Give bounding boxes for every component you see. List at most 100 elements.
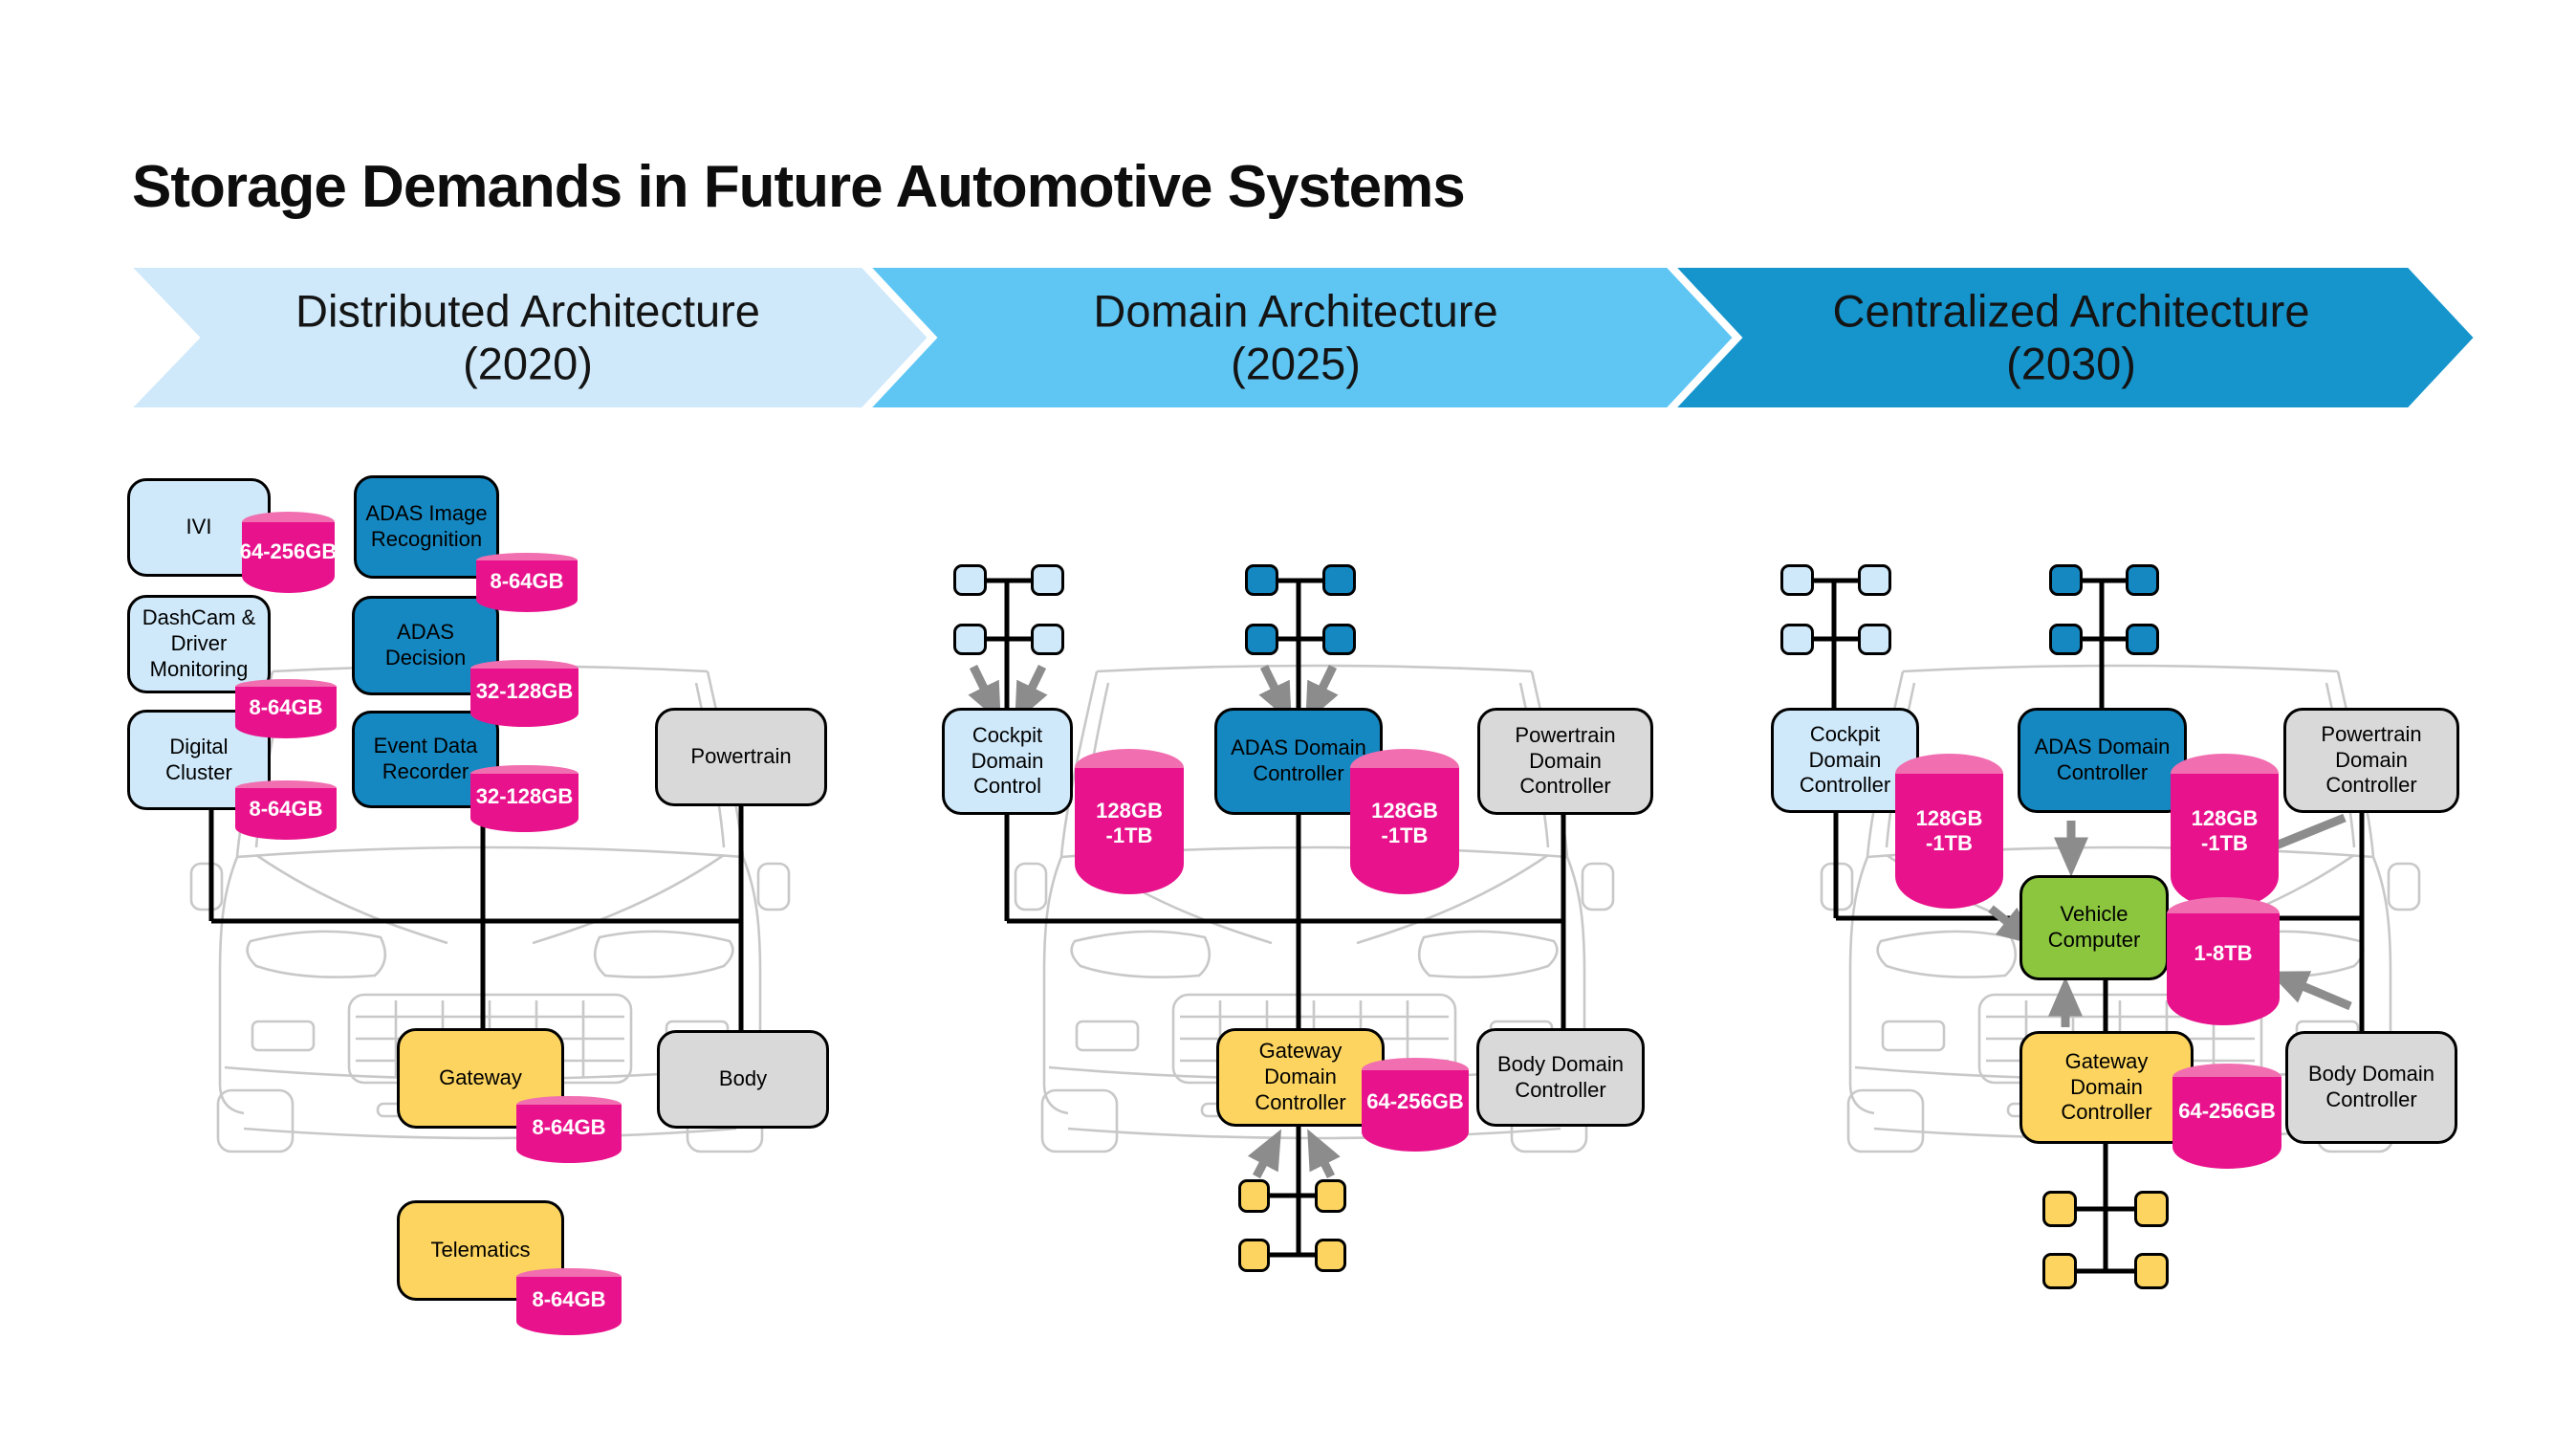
ecu-label: ADAS Image Recognition [365, 501, 488, 551]
ecu-box-digital-cluster: Digital Cluster [127, 710, 271, 810]
phase-chevron-2020 [115, 260, 938, 415]
ecu-label: Event Data Recorder [373, 734, 478, 783]
sensor-node [2049, 564, 2083, 596]
ecu-label: ADAS Decision [384, 620, 467, 670]
storage-capacity: 8-64GB [249, 797, 323, 822]
storage-capacity: 128GB -1TB [1915, 806, 1983, 856]
sensor-node [2126, 564, 2159, 596]
cylinder-body [1895, 774, 2003, 909]
phase-year: (2025) [1231, 338, 1361, 388]
ecu-box-gateway-domain-controller: Gateway Domain Controller [1216, 1028, 1385, 1127]
storage-capacity: 128GB -1TB [1096, 798, 1163, 847]
storage-capacity: 8-64GB [490, 569, 564, 594]
sensor-node [1858, 624, 1891, 655]
storage-cylinder-gateway: 8-64GB [516, 1096, 622, 1163]
ecu-label: Digital Cluster [165, 734, 232, 784]
storage-cylinder-ivi: 64-256GB [240, 512, 337, 593]
actuator-node [2042, 1191, 2077, 1227]
cylinder-body [470, 669, 579, 727]
cylinder-body [235, 788, 337, 840]
phase-year: (2030) [2006, 338, 2136, 388]
phase-label-distributed: Distributed Architecture (2020) [193, 285, 862, 389]
phase-name: Domain Architecture [1093, 285, 1498, 337]
ecu-label: DashCam & Driver Monitoring [142, 605, 256, 681]
ecu-box-body: Body [657, 1030, 829, 1129]
sensor-node [1780, 624, 1814, 655]
ecu-label: Cockpit Domain Control [971, 722, 1044, 799]
ecu-box-dashcam-driver-monitoring: DashCam & Driver Monitoring [127, 595, 271, 693]
ecu-box-cockpit-domain-controller: Cockpit Domain Controller [1771, 708, 1919, 813]
cylinder-body [235, 687, 337, 738]
actuator-node [1315, 1239, 1346, 1272]
ecu-label: Body [718, 1066, 768, 1091]
page-title: Storage Demands in Future Automotive Sys… [132, 154, 1466, 220]
storage-capacity: 32-128GB [475, 783, 574, 808]
ecu-label: Powertrain Domain Controller [1515, 722, 1616, 799]
ecu-box-adas-image-recognition: ADAS Image Recognition [354, 475, 499, 579]
ecu-box-body-domain-controller-central: Body Domain Controller [2285, 1031, 2457, 1144]
storage-cylinder-dashcam: 8-64GB [235, 679, 337, 738]
network-lines [208, 578, 2365, 1274]
sensor-node [1031, 624, 1064, 655]
storage-cylinder-digital-cluster: 8-64GB [235, 780, 337, 840]
sensor-node [1858, 564, 1891, 596]
storage-capacity: 8-64GB [249, 695, 323, 720]
ecu-box-powertrain-domain-controller: Powertrain Domain Controller [1477, 708, 1653, 815]
ecu-label: Gateway Domain Controller [1255, 1039, 1346, 1114]
actuator-node [2134, 1191, 2169, 1227]
ecu-label: Cockpit Domain Controller [1799, 721, 1891, 798]
cylinder-body [1350, 767, 1459, 894]
storage-capacity: 1-8TB [2194, 940, 2253, 965]
storage-cylinder-vehicle-computer: 1-8TB [2167, 897, 2280, 1025]
cylinder-body [2172, 1077, 2281, 1169]
ecu-label: Telematics [430, 1238, 531, 1262]
storage-cylinder-gateway-central: 64-256GB [2172, 1064, 2281, 1169]
sensor-node [2049, 624, 2083, 655]
actuator-node [2042, 1253, 2077, 1289]
actuator-node [2134, 1253, 2169, 1289]
phase-label-centralized: Centralized Architecture (2030) [1736, 285, 2406, 389]
ecu-label: Powertrain [690, 744, 792, 769]
phase-name: Distributed Architecture [295, 285, 760, 337]
ecu-label: ADAS Domain Controller [2034, 735, 2171, 784]
ecu-label: Gateway [439, 1065, 522, 1090]
sensor-node [2126, 624, 2159, 655]
storage-cylinder-adas-image: 8-64GB [476, 553, 578, 612]
ecu-label: Powertrain Domain Controller [2321, 721, 2422, 798]
ecu-box-gateway-domain-controller-central: Gateway Domain Controller [2019, 1031, 2194, 1144]
actuator-node [1238, 1179, 1270, 1213]
cylinder-body [516, 1277, 622, 1335]
cylinder-body [1075, 767, 1184, 894]
storage-cylinder-cockpit-domain: 128GB -1TB [1075, 749, 1184, 894]
storage-cylinder-adas-decision: 32-128GB [470, 660, 579, 727]
sensor-node [953, 624, 987, 655]
cylinder-body [516, 1105, 622, 1163]
storage-cylinder-adas-central: 128GB -1TB [2171, 754, 2279, 909]
sensor-node [1245, 564, 1278, 596]
storage-capacity: 128GB -1TB [1371, 798, 1438, 847]
cylinder-body [2167, 913, 2280, 1025]
sensor-node [953, 564, 987, 596]
cylinder-body [470, 774, 579, 832]
phase-name: Centralized Architecture [1832, 285, 2310, 337]
storage-cylinder-adas-domain: 128GB -1TB [1350, 749, 1459, 894]
sensor-node [1031, 564, 1064, 596]
storage-capacity: 64-256GB [239, 538, 338, 563]
ecu-label: Vehicle Computer [2047, 902, 2141, 952]
cylinder-body [242, 522, 335, 593]
cylinder-body [2171, 774, 2279, 909]
cylinder-body [1362, 1069, 1469, 1152]
storage-capacity: 64-256GB [2178, 1099, 2276, 1124]
ecu-label: Body Domain Controller [1496, 1051, 1625, 1102]
ecu-box-powertrain-domain-controller-central: Powertrain Domain Controller [2283, 708, 2459, 813]
ecu-box-cockpit-domain-control: Cockpit Domain Control [942, 708, 1073, 815]
ecu-label: Gateway Domain Controller [2061, 1048, 2152, 1125]
ecu-label: Body Domain Controller [2307, 1062, 2435, 1111]
storage-capacity: 64-256GB [1366, 1089, 1464, 1114]
sensor-node [1322, 564, 1356, 596]
sensor-node [1245, 624, 1278, 655]
phase-year: (2020) [463, 338, 593, 388]
ecu-box-powertrain: Powertrain [655, 708, 827, 806]
actuator-node [1315, 1179, 1346, 1213]
